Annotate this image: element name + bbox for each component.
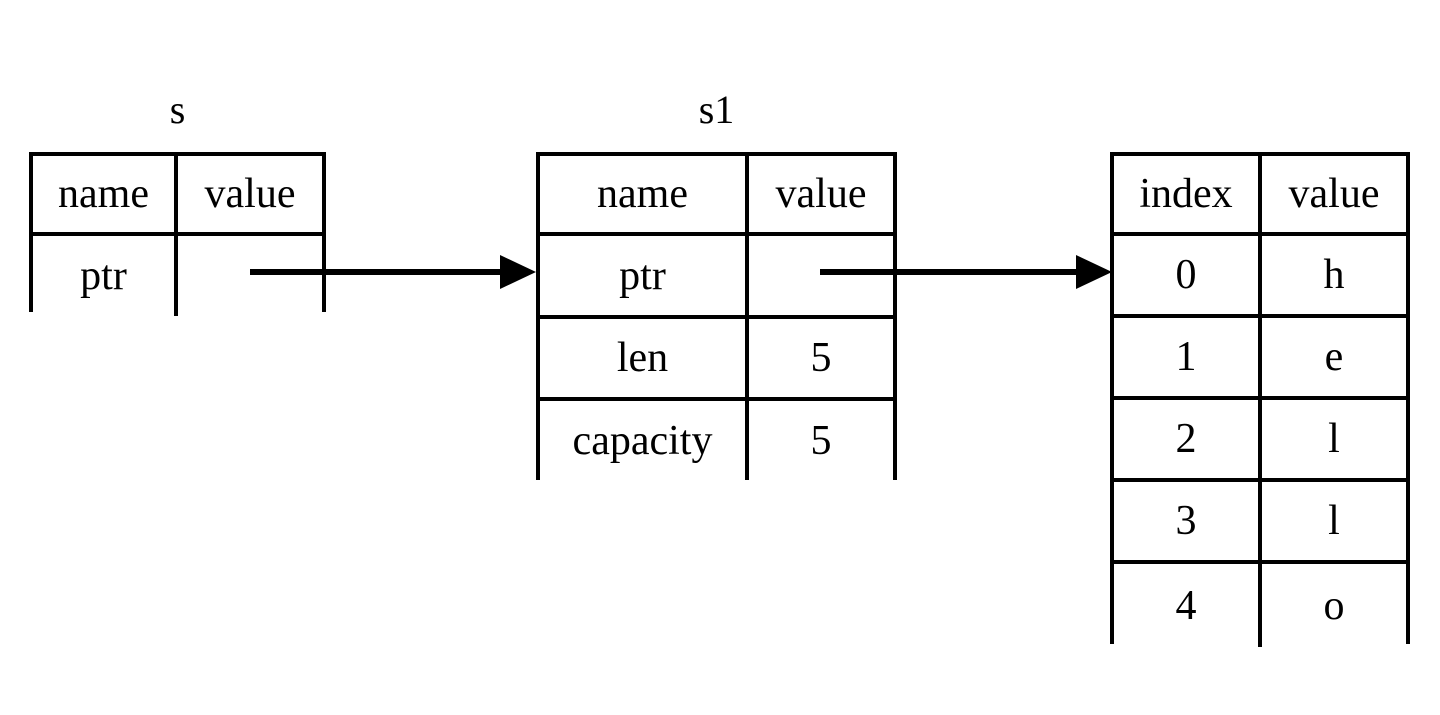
- table-row: 3 l: [1114, 482, 1406, 564]
- table-row: 0 h: [1114, 236, 1406, 318]
- header-cell-value: value: [1262, 156, 1406, 232]
- buffer-index-1: 1: [1114, 318, 1262, 396]
- buffer-table: index value 0 h 1 e 2 l 3 l 4 o: [1110, 152, 1410, 647]
- struct-title-s1: s1: [698, 87, 735, 132]
- struct-title-s: s: [169, 87, 186, 132]
- struct-table-s1: name value ptr len 5 capacity 5: [536, 152, 897, 480]
- field-name-ptr: ptr: [540, 236, 749, 315]
- table-row: capacity 5: [540, 401, 893, 480]
- buffer-index-2: 2: [1114, 400, 1262, 478]
- buffer-value-4: o: [1262, 564, 1406, 647]
- buffer-value-0: h: [1262, 236, 1406, 314]
- struct-table-s: name value ptr: [29, 152, 326, 316]
- header-cell-value: value: [178, 156, 322, 232]
- pointer-arrow-s-to-s1: [250, 255, 536, 289]
- table-header-row: name value: [540, 156, 893, 236]
- arrow-shaft: [250, 269, 500, 275]
- buffer-index-0: 0: [1114, 236, 1262, 314]
- buffer-index-4: 4: [1114, 564, 1262, 647]
- table-row: 2 l: [1114, 400, 1406, 482]
- table-row: ptr: [33, 236, 322, 316]
- buffer-index-3: 3: [1114, 482, 1262, 560]
- field-value-len: 5: [749, 319, 893, 397]
- arrow-head-icon: [500, 255, 536, 289]
- header-cell-name: name: [540, 156, 749, 232]
- header-cell-value: value: [749, 156, 893, 232]
- field-name-ptr: ptr: [33, 236, 178, 316]
- table-row: len 5: [540, 319, 893, 401]
- table-row: ptr: [540, 236, 893, 319]
- table-header-row: name value: [33, 156, 322, 236]
- arrow-shaft: [820, 269, 1076, 275]
- field-name-len: len: [540, 319, 749, 397]
- field-value-capacity: 5: [749, 401, 893, 480]
- header-cell-name: name: [33, 156, 178, 232]
- table-header-row: index value: [1114, 156, 1406, 236]
- table-row: 4 o: [1114, 564, 1406, 647]
- field-value-ptr: [749, 236, 893, 315]
- buffer-value-3: l: [1262, 482, 1406, 560]
- table-row: 1 e: [1114, 318, 1406, 400]
- header-cell-index: index: [1114, 156, 1262, 232]
- buffer-value-1: e: [1262, 318, 1406, 396]
- pointer-arrow-s1-to-buffer: [820, 255, 1112, 289]
- field-value-ptr: [178, 236, 322, 316]
- arrow-head-icon: [1076, 255, 1112, 289]
- buffer-value-2: l: [1262, 400, 1406, 478]
- field-name-capacity: capacity: [540, 401, 749, 480]
